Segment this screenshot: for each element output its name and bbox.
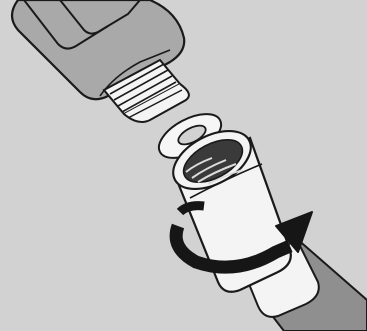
shower-hose-installation-diagram — [0, 0, 367, 331]
diagram-canvas — [0, 0, 367, 331]
